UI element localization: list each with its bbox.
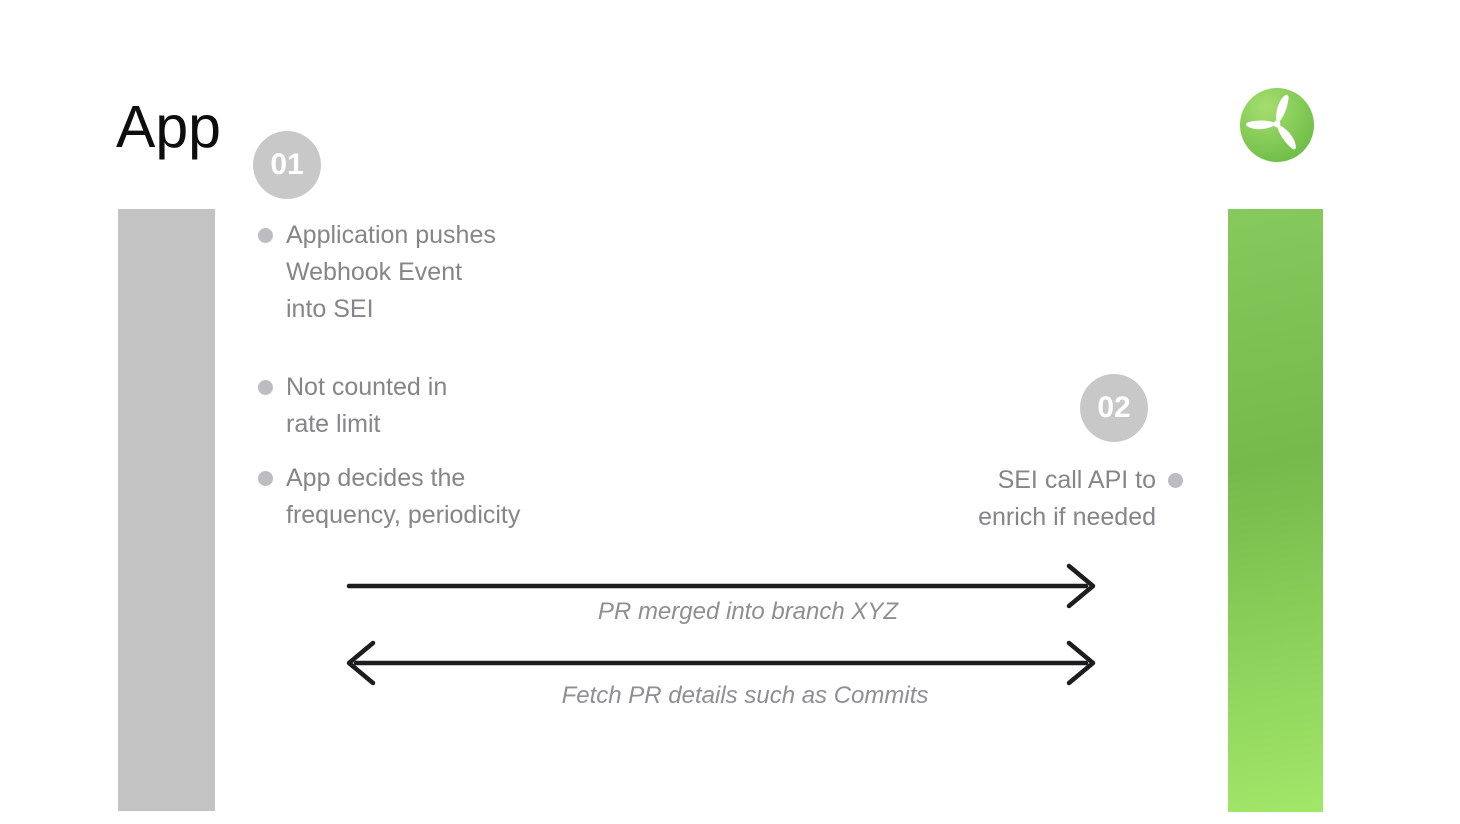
- bullet-dot: [258, 228, 273, 243]
- step-2-bullet: SEI call API to enrich if needed: [978, 462, 1183, 536]
- bullet-dot: [1168, 473, 1183, 488]
- list-item: Application pushes Webhook Event into SE…: [258, 217, 520, 328]
- propeller-icon: [1240, 88, 1314, 162]
- bullet-dot: [258, 471, 273, 486]
- step-1-bullet-list: Application pushes Webhook Event into SE…: [258, 217, 520, 534]
- bullet-text: SEI call API to enrich if needed: [978, 466, 1156, 531]
- step-2-badge: 02: [1080, 374, 1148, 442]
- bullet-dot: [258, 380, 273, 395]
- bullet-text: App decides the frequency, periodicity: [286, 464, 521, 529]
- list-item: Not counted in rate limit: [258, 369, 520, 443]
- list-item: App decides the frequency, periodicity: [258, 460, 520, 534]
- page-title: App: [116, 94, 221, 160]
- arrow-label: PR merged into branch XYZ: [597, 598, 899, 625]
- app-column-bar: [118, 209, 215, 811]
- step-1-badge: 01: [253, 131, 321, 199]
- arrow-both-fetch-pr: [346, 640, 1096, 686]
- bullet-text: Application pushes Webhook Event into SE…: [286, 221, 496, 323]
- bullet-text: Not counted in rate limit: [286, 373, 448, 438]
- sei-column-bar: [1228, 209, 1323, 812]
- arrow-right-pr-merged: [346, 563, 1096, 609]
- arrow-label: Fetch PR details such as Commits: [561, 682, 929, 709]
- propeller-logo: [1240, 88, 1314, 162]
